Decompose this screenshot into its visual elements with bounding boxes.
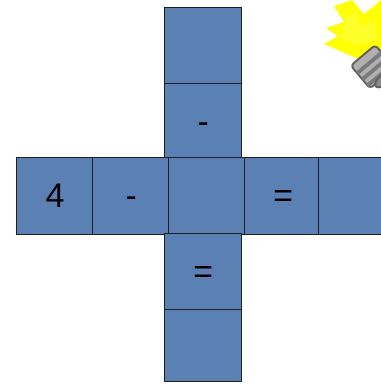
equals-sign: = (193, 255, 213, 289)
center-cell[interactable] (168, 157, 246, 235)
horizontal-cell-5[interactable] (318, 157, 381, 235)
minus-sign: - (197, 105, 208, 139)
horizontal-cell-2: - (92, 157, 170, 235)
hint-button[interactable] (316, 0, 381, 104)
minus-sign: - (125, 179, 136, 213)
vertical-cell-2: - (164, 83, 242, 161)
vertical-cell-5[interactable] (164, 309, 242, 382)
horizontal-cell-1: 4 (16, 157, 94, 235)
number-four: 4 (46, 179, 65, 213)
lightbulb-icon (316, 0, 381, 104)
vertical-cell-4: = (164, 233, 242, 311)
horizontal-cell-4: = (244, 157, 322, 235)
equals-sign: = (273, 179, 293, 213)
vertical-cell-1[interactable] (164, 7, 242, 85)
